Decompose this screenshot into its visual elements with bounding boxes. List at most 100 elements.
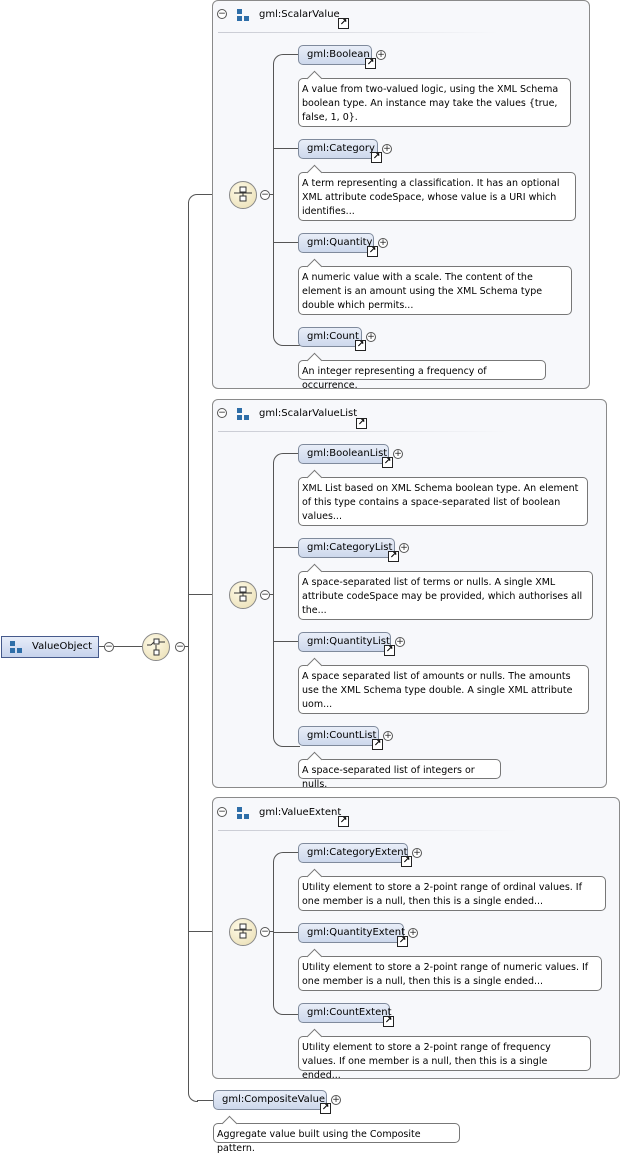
- expand-icon[interactable]: +: [378, 238, 388, 248]
- connector: [189, 931, 229, 932]
- element-boolean[interactable]: gml:Boolean: [298, 45, 372, 65]
- connector: [273, 453, 300, 747]
- link-icon[interactable]: ↗: [367, 246, 378, 257]
- expand-icon[interactable]: +: [399, 543, 409, 553]
- link-icon[interactable]: ↗: [320, 1103, 331, 1114]
- connector: [274, 148, 299, 149]
- documentation-text: A term representing a classification. It…: [302, 178, 560, 217]
- collapse-icon[interactable]: −: [260, 190, 270, 200]
- root-element[interactable]: ValueObject: [1, 636, 99, 658]
- element-label: gml:QuantityExtent: [307, 927, 406, 938]
- documentation-box: Utility element to store a 2-point range…: [298, 1028, 591, 1081]
- group-title: gml:ScalarValueList: [259, 408, 358, 419]
- expand-icon[interactable]: +: [395, 637, 405, 647]
- element-label: gml:Count: [307, 331, 359, 342]
- collapse-icon[interactable]: −: [260, 590, 270, 600]
- link-icon[interactable]: ↗: [401, 856, 412, 867]
- collapse-icon[interactable]: −: [175, 642, 185, 652]
- element-category-list[interactable]: gml:CategoryList: [298, 538, 395, 558]
- root-element-label: ValueObject: [32, 641, 93, 652]
- link-icon[interactable]: ↗: [383, 1016, 394, 1027]
- element-label: gml:CategoryList: [307, 542, 393, 553]
- documentation-text: An integer representing a frequency of o…: [302, 366, 487, 391]
- documentation-box: Utility element to store a 2-point range…: [298, 948, 602, 991]
- documentation-box: A value from two-valued logic, using the…: [298, 70, 571, 127]
- separator: [218, 431, 508, 432]
- connector: [273, 54, 300, 346]
- link-icon[interactable]: ↗: [355, 340, 366, 351]
- element-count[interactable]: gml:Count: [298, 327, 362, 347]
- documentation-text: Utility element to store a 2-point range…: [302, 1042, 551, 1081]
- documentation-box: A term representing a classification. It…: [298, 164, 576, 221]
- element-boolean-list[interactable]: gml:BooleanList: [298, 444, 389, 464]
- connector: [197, 1100, 213, 1101]
- collapse-icon[interactable]: −: [104, 642, 114, 652]
- complex-type-icon: [10, 641, 22, 653]
- element-label: gml:CategoryExtent: [307, 847, 408, 858]
- expand-icon[interactable]: +: [382, 144, 392, 154]
- element-label: gml:QuantityList: [307, 636, 390, 647]
- documentation-box: XML List based on XML Schema boolean typ…: [298, 469, 588, 526]
- connector: [270, 594, 274, 595]
- connector: [274, 547, 299, 548]
- documentation-text: Utility element to store a 2-point range…: [302, 882, 582, 907]
- collapse-icon[interactable]: −: [217, 807, 227, 817]
- element-label: gml:CountExtent: [307, 1007, 392, 1018]
- connector: [188, 202, 189, 1093]
- collapse-icon[interactable]: −: [217, 9, 227, 19]
- link-icon[interactable]: ↗: [356, 418, 367, 429]
- link-icon[interactable]: ↗: [382, 457, 393, 468]
- element-label: gml:Category: [307, 143, 375, 154]
- group-value-extent: [212, 797, 620, 1079]
- documentation-text: A space-separated list of integers or nu…: [302, 765, 475, 790]
- element-label: gml:BooleanList: [307, 448, 388, 459]
- documentation-text: Aggregate value built using the Composit…: [217, 1129, 421, 1154]
- link-icon[interactable]: ↗: [338, 18, 349, 29]
- element-quantity-list[interactable]: gml:QuantityList: [298, 632, 391, 652]
- element-count-extent[interactable]: gml:CountExtent: [298, 1003, 392, 1023]
- collapse-icon[interactable]: −: [260, 927, 270, 937]
- element-quantity[interactable]: gml:Quantity: [298, 233, 374, 253]
- link-icon[interactable]: ↗: [388, 551, 399, 562]
- documentation-box: A space-separated list of terms or nulls…: [298, 563, 593, 620]
- collapse-icon[interactable]: −: [217, 408, 227, 418]
- documentation-box: Aggregate value built using the Composit…: [213, 1115, 460, 1154]
- connector: [188, 194, 198, 204]
- connector: [185, 646, 189, 647]
- element-quantity-extent[interactable]: gml:QuantityExtent: [298, 923, 406, 943]
- separator: [218, 830, 518, 831]
- expand-icon[interactable]: +: [383, 731, 393, 741]
- element-category[interactable]: gml:Category: [298, 139, 378, 159]
- separator: [218, 32, 498, 33]
- expand-icon[interactable]: +: [331, 1095, 341, 1105]
- sequence-compositor-icon[interactable]: [229, 581, 257, 609]
- documentation-text: A space separated list of amounts or nul…: [302, 671, 573, 710]
- element-label: gml:CountList: [307, 730, 377, 741]
- link-icon[interactable]: ↗: [384, 645, 395, 656]
- documentation-box: A space separated list of amounts or nul…: [298, 657, 589, 714]
- expand-icon[interactable]: +: [408, 928, 418, 938]
- sequence-compositor-icon[interactable]: [229, 181, 257, 209]
- choice-compositor-icon[interactable]: [142, 633, 170, 661]
- link-icon[interactable]: ↗: [372, 739, 383, 750]
- expand-icon[interactable]: +: [393, 449, 403, 459]
- connector: [189, 594, 229, 595]
- element-category-extent[interactable]: gml:CategoryExtent: [298, 843, 408, 863]
- link-icon[interactable]: ↗: [365, 58, 376, 69]
- link-icon[interactable]: ↗: [397, 936, 408, 947]
- element-label: gml:Quantity: [307, 237, 373, 248]
- element-count-list[interactable]: gml:CountList: [298, 726, 379, 746]
- link-icon[interactable]: ↗: [338, 816, 349, 827]
- expand-icon[interactable]: +: [412, 848, 422, 858]
- element-composite-value[interactable]: gml:CompositeValue: [213, 1090, 327, 1110]
- documentation-text: XML List based on XML Schema boolean typ…: [302, 483, 579, 522]
- sequence-compositor-icon[interactable]: [229, 918, 257, 946]
- expand-icon[interactable]: +: [376, 50, 386, 60]
- connector: [274, 242, 299, 243]
- connector: [114, 646, 142, 647]
- link-icon[interactable]: ↗: [371, 152, 382, 163]
- expand-icon[interactable]: +: [366, 332, 376, 342]
- element-label: gml:CompositeValue: [222, 1094, 326, 1105]
- documentation-box: A space-separated list of integers or nu…: [298, 751, 501, 790]
- connector: [273, 852, 300, 1015]
